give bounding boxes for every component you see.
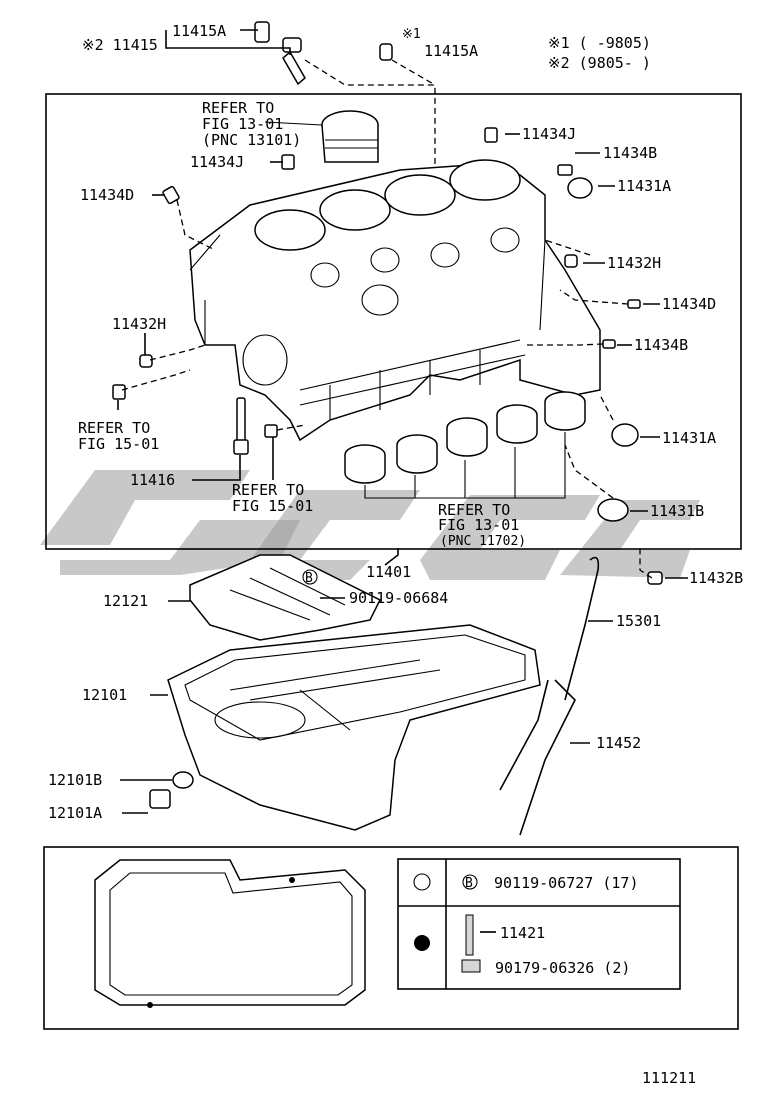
dipstick-drawing: [499, 556, 600, 836]
label-11434D-left: 11434D: [80, 186, 134, 204]
label-11434D-right: 11434D: [662, 295, 716, 313]
piston-drawing: [321, 110, 379, 163]
label-11434J-top: 11434J: [522, 125, 576, 143]
refer-left-line2: FIG 15-01: [78, 435, 159, 453]
label-12101A: 12101A: [48, 804, 102, 822]
label-note1-mark: ※1: [402, 27, 421, 42]
label-12121: 12121: [103, 592, 148, 610]
note2-range: ※2 (9805- ): [548, 54, 651, 72]
oil-pan-drawing: [149, 624, 541, 831]
refer-bearing-line3: (PNC 11702): [440, 534, 526, 549]
refer-bearing-line2: FIG 13-01: [438, 516, 519, 534]
label-11434J-left: 11434J: [190, 153, 244, 171]
label-11431A-top: 11431A: [617, 177, 671, 195]
figure-number: 111211: [642, 1069, 696, 1087]
legend-row3-part: 90179-06326 (2): [495, 959, 630, 977]
label-11416: 11416: [130, 471, 175, 489]
label-11431A-right: 11431A: [662, 429, 716, 447]
label-11432H-left: 11432H: [112, 315, 166, 333]
label-11434B-top: 11434B: [603, 144, 657, 162]
refer-piston-line1: REFER TO: [202, 99, 274, 117]
cylinder-block-drawing: [189, 159, 601, 442]
refer-left-line1: REFER TO: [78, 419, 150, 437]
solid-leaders: [117, 29, 688, 933]
oil-pan-gasket-drawing: [94, 859, 366, 1008]
label-11401: 11401: [366, 563, 411, 581]
legend-row1-mark: B: [465, 876, 473, 891]
nut-icon: [461, 959, 481, 973]
label-11415A-right: 11415A: [424, 42, 478, 60]
label-11452: 11452: [596, 734, 641, 752]
label-11415-prefix: ※2 11415: [82, 36, 158, 54]
label-11434B-right: 11434B: [634, 336, 688, 354]
label-11432H-right: 11432H: [607, 254, 661, 272]
label-90119-06684: 90119-06684: [349, 589, 448, 607]
label-12101: 12101: [82, 686, 127, 704]
legend-table: B 90119-06727 (17) 11421 90179-06326 (2): [397, 858, 681, 990]
stud-bolt-icon: [465, 914, 474, 956]
refer-bearing-line1: REFER TO: [438, 501, 510, 519]
bolt-mark-circle-icon: [302, 569, 318, 585]
bolt-mark-letter: B: [305, 571, 313, 586]
baffle-plate-drawing: [189, 554, 382, 641]
label-11431B: 11431B: [650, 502, 704, 520]
gasket-frame: [43, 846, 739, 1030]
bearings-drawing: [344, 391, 586, 499]
bolt-mark-icon: [462, 874, 478, 890]
dashed-leaders: [121, 59, 653, 579]
label-15301: 15301: [616, 612, 661, 630]
legend-row1-part: 90119-06727 (17): [494, 874, 639, 892]
open-circle-legend-icon: [413, 873, 431, 891]
refer-mid-line2: FIG 15-01: [232, 497, 313, 515]
filled-circle-legend-icon: [414, 935, 430, 951]
label-12101B: 12101B: [48, 771, 102, 789]
block-group-frame: [45, 93, 742, 550]
refer-mid-line1: REFER TO: [232, 481, 304, 499]
refer-piston-line2: FIG 13-01: [202, 115, 283, 133]
plug-parts: [112, 21, 663, 585]
label-11415A-top: 11415A: [172, 22, 226, 40]
legend-row2-part: 11421: [500, 924, 545, 942]
refer-piston-line3: (PNC 13101): [202, 131, 301, 149]
label-11432B: 11432B: [689, 569, 743, 587]
note1-range: ※1 ( -9805): [548, 34, 651, 52]
